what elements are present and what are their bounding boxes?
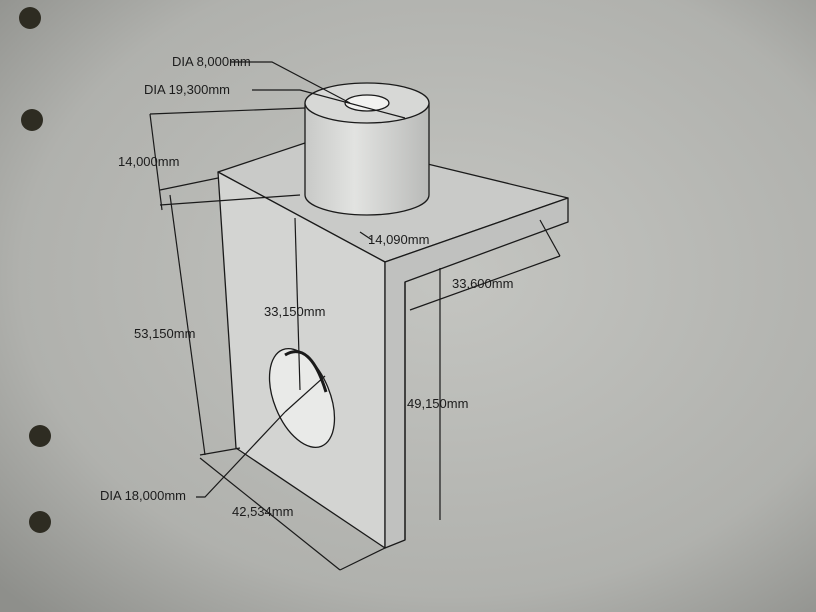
label-total-height: 53,150mm [134, 326, 195, 341]
dimension-labels: DIA 8,000mm DIA 19,300mm 14,000mm 14,090… [100, 54, 513, 519]
label-dia-19-3: DIA 19,300mm [144, 82, 230, 97]
dimension-lines [149, 61, 561, 571]
label-dia-hole: DIA 18,000mm [100, 488, 186, 503]
label-width: 42,534mm [232, 504, 293, 519]
label-dia-8: DIA 8,000mm [172, 54, 251, 69]
side-hole [268, 348, 336, 448]
label-boss-height: 14,000mm [118, 154, 179, 169]
part-body [217, 82, 569, 549]
cylindrical-boss [304, 82, 430, 216]
label-hole-height: 33,150mm [264, 304, 325, 319]
label-depth: 33,600mm [452, 276, 513, 291]
label-slab-thickness: 14,090mm [368, 232, 429, 247]
binder-holes [19, 7, 51, 533]
label-body-height: 49,150mm [407, 396, 468, 411]
